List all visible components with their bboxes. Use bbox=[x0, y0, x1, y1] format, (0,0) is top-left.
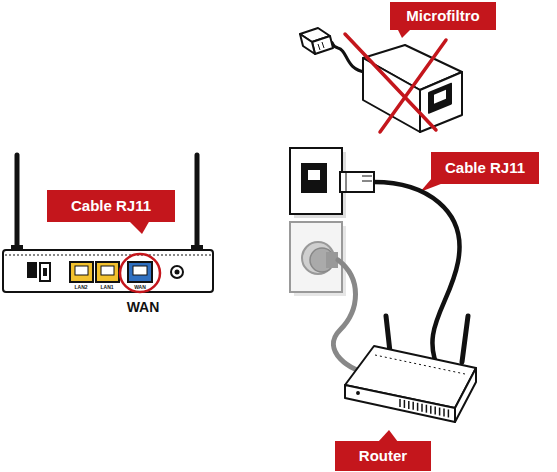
rj11-plug bbox=[340, 172, 374, 192]
vent-stroke bbox=[439, 408, 441, 416]
cross-mark bbox=[345, 34, 446, 132]
callout-text: Router bbox=[359, 448, 407, 465]
led bbox=[357, 392, 359, 394]
highlight-circle bbox=[120, 254, 160, 292]
router-rear bbox=[3, 155, 213, 292]
vent-stroke bbox=[443, 409, 445, 417]
router bbox=[345, 316, 476, 422]
callout-text: Microfiltro bbox=[406, 8, 479, 25]
callout-box: Microfiltro bbox=[390, 2, 496, 30]
callout-box: Router bbox=[335, 441, 431, 471]
callout-text: Cable RJ11 bbox=[71, 198, 151, 215]
vent-stroke bbox=[399, 399, 401, 407]
microfilter bbox=[300, 28, 462, 132]
vent-stroke bbox=[448, 409, 450, 417]
vent-stroke bbox=[412, 402, 414, 410]
callout-text: Cable RJ11 bbox=[445, 160, 525, 177]
callout-tail bbox=[128, 220, 150, 234]
callout-box: Cable RJ11 bbox=[431, 152, 539, 184]
vent-stroke bbox=[421, 404, 423, 412]
port-tag: LAN1 bbox=[100, 285, 113, 290]
phone-wall-socket bbox=[290, 148, 346, 218]
port-tag: LAN2 bbox=[74, 285, 87, 290]
vent-stroke bbox=[434, 407, 436, 415]
vent-stroke bbox=[430, 406, 432, 414]
vent-stroke bbox=[417, 403, 419, 411]
port-tag: WAN bbox=[134, 285, 146, 290]
callout-box: Cable RJ11 bbox=[47, 190, 175, 222]
vent-stroke bbox=[426, 405, 428, 413]
port-label: WAN bbox=[127, 300, 160, 314]
vent-stroke bbox=[404, 400, 406, 408]
router-vents bbox=[357, 392, 449, 418]
vent-stroke bbox=[408, 401, 410, 409]
rj11-cable bbox=[374, 182, 459, 372]
